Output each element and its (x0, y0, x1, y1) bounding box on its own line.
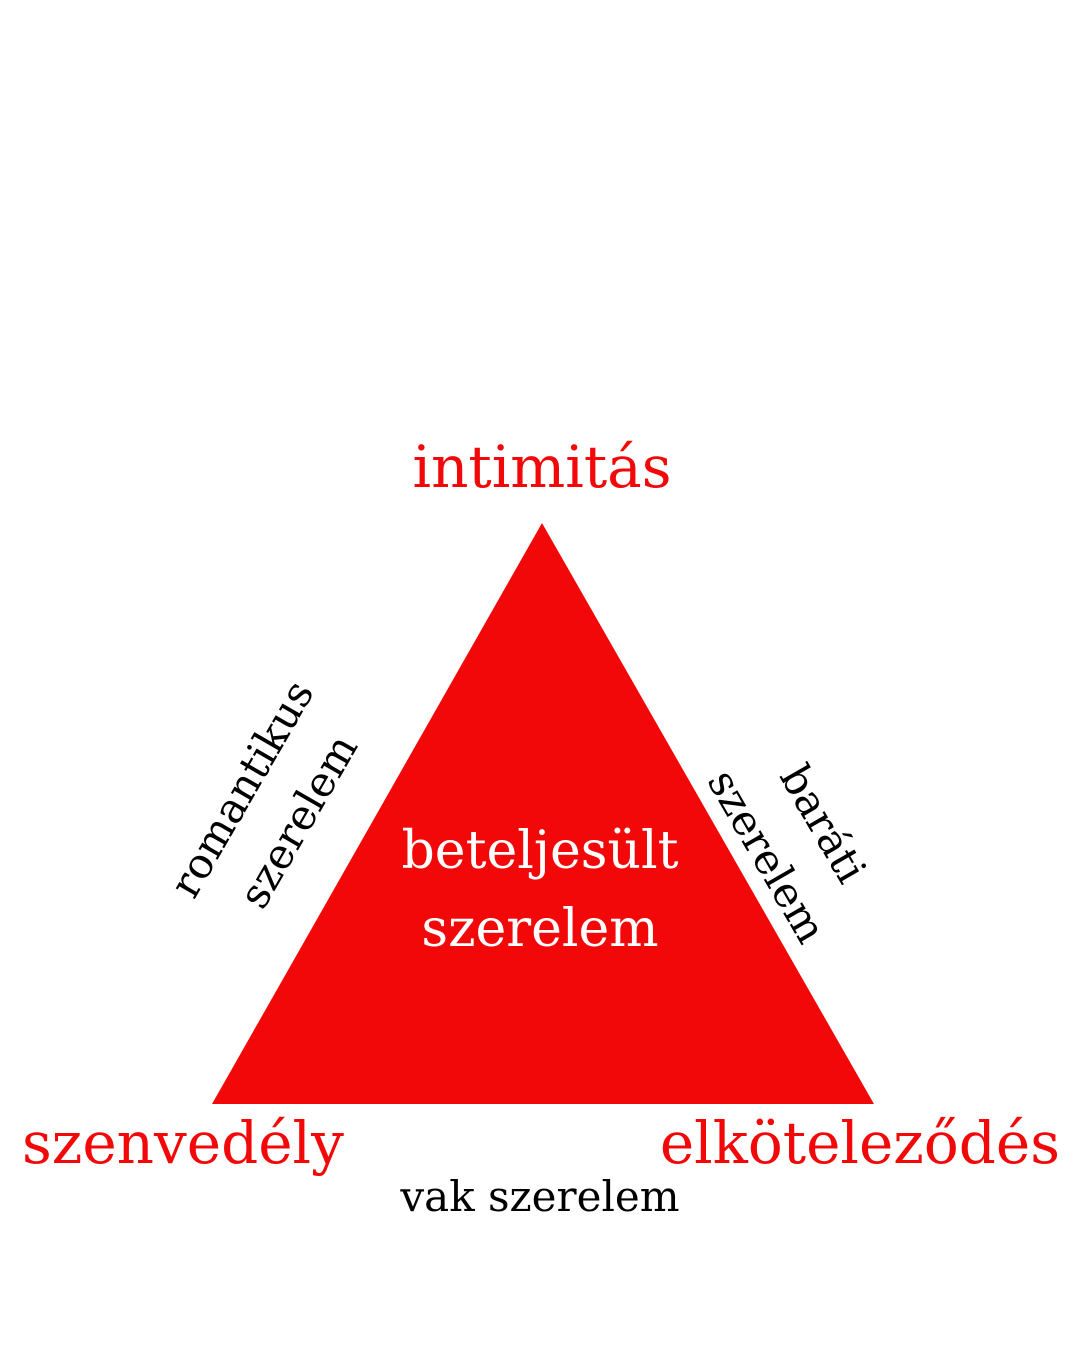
center-label-line1: beteljesült (401, 821, 679, 881)
vertex-label-top: intimitás (412, 433, 672, 501)
vertex-label-bottom-left: szenvedély (22, 1109, 344, 1177)
vertex-label-bottom-right: elköteleződés (659, 1109, 1060, 1177)
edge-label-bottom: vak szerelem (400, 1172, 680, 1221)
center-label: beteljesült szerelem (402, 812, 679, 968)
love-triangle (212, 523, 874, 1104)
center-label-line2: szerelem (421, 899, 659, 959)
